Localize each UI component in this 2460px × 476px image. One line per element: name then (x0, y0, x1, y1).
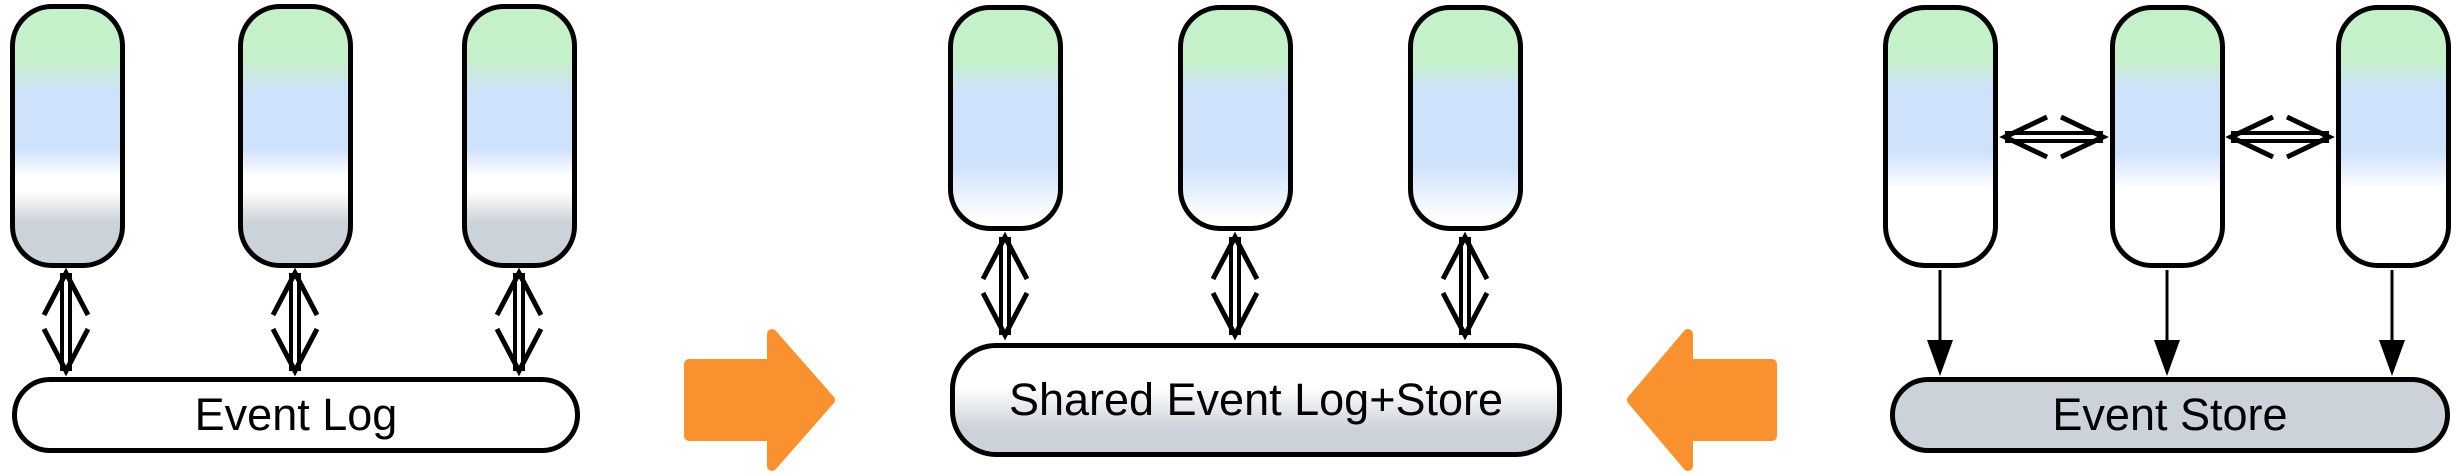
process-node (1883, 5, 1998, 268)
double-arrow-vertical-icon (980, 231, 1030, 341)
event-store-box: Event Store (1890, 377, 2450, 453)
process-node (2336, 5, 2451, 268)
event-log-label: Event Log (194, 389, 398, 440)
double-arrow-vertical-icon (270, 267, 320, 377)
double-arrow-horizontal-icon (2225, 114, 2335, 160)
shared-event-log-store-label: Shared Event Log+Store (1008, 374, 1504, 425)
arrow-down-icon (1927, 270, 1953, 376)
transform-arrow-left-icon (1627, 329, 1777, 471)
double-arrow-vertical-icon (494, 267, 544, 377)
arrow-down-icon (2379, 270, 2405, 376)
process-node (948, 5, 1063, 231)
process-node (10, 4, 125, 268)
double-arrow-vertical-icon (41, 267, 91, 377)
transform-arrow-right-icon (684, 329, 835, 471)
event-store-label: Event Store (2052, 389, 2288, 440)
double-arrow-horizontal-icon (1999, 114, 2109, 160)
process-node (1178, 5, 1293, 231)
process-node (1408, 5, 1523, 231)
arrow-down-icon (2154, 270, 2180, 376)
event-log-box: Event Log (12, 377, 580, 453)
shared-event-log-store-box: Shared Event Log+Store (950, 343, 1562, 457)
process-node (462, 4, 577, 268)
process-node (2110, 5, 2225, 268)
double-arrow-vertical-icon (1210, 231, 1260, 341)
process-node (238, 4, 353, 268)
double-arrow-vertical-icon (1440, 231, 1490, 341)
